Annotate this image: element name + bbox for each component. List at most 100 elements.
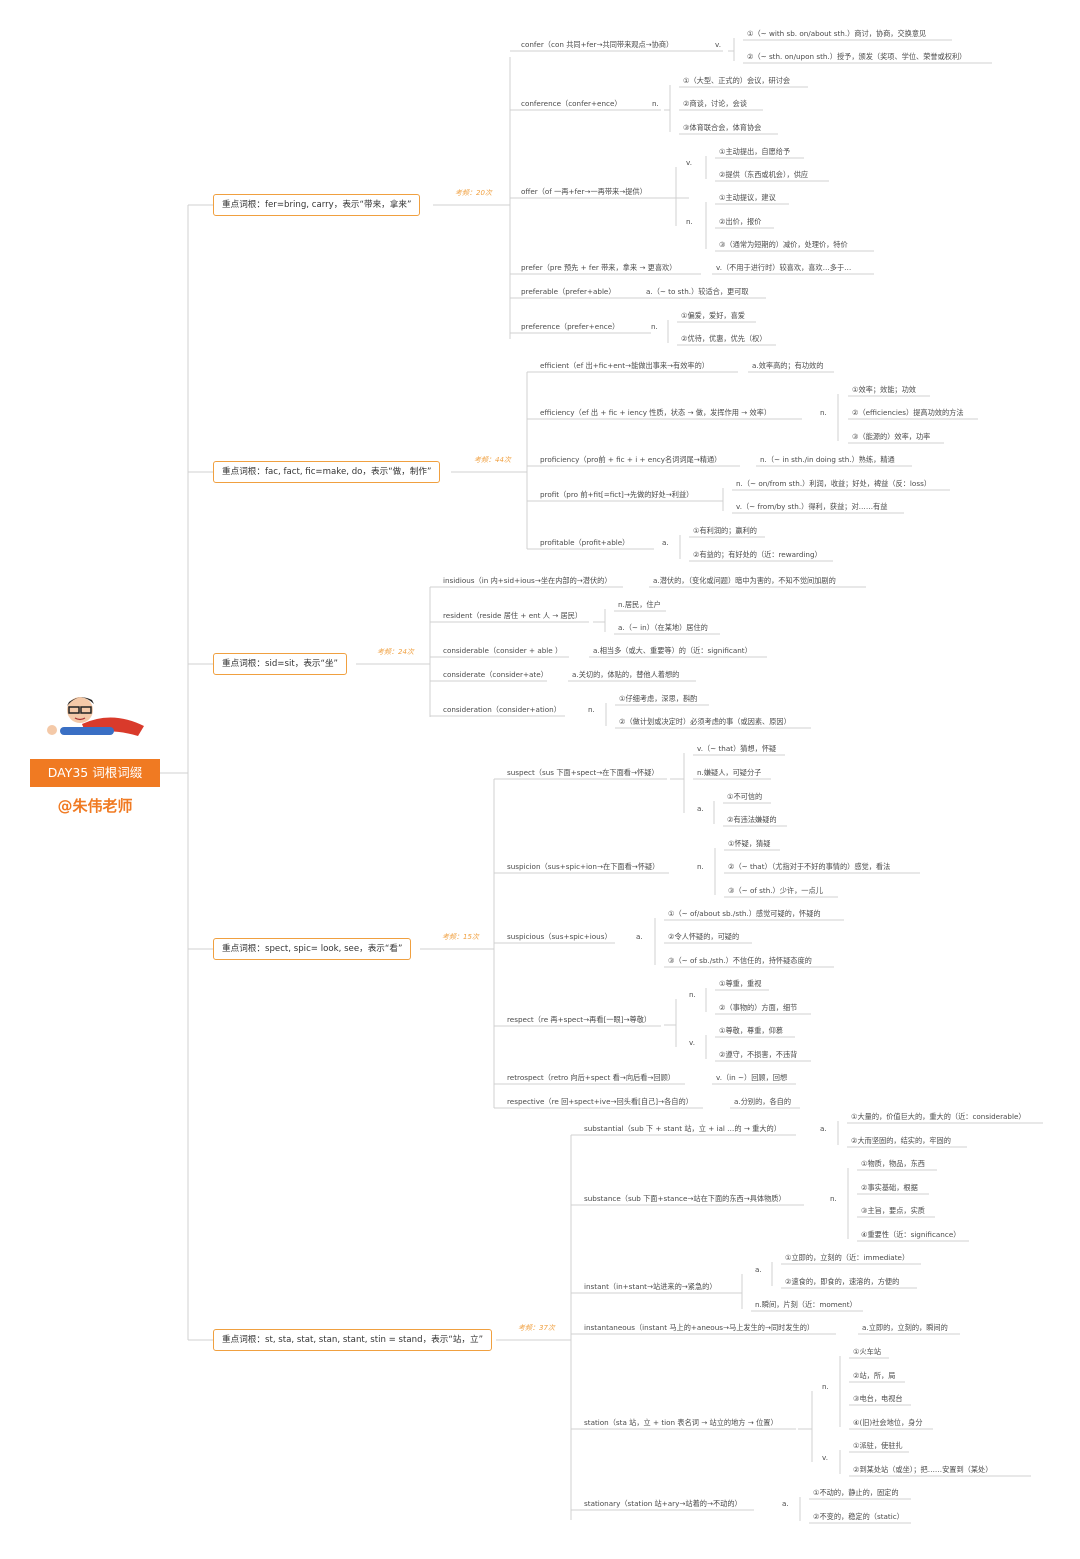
pos-noun: n. xyxy=(588,705,595,714)
sense: a.潜伏的，（变化或问题）暗中为害的，不知不觉间加剧的 xyxy=(653,576,836,585)
frequency-count: 考频：15次 xyxy=(442,933,479,941)
sense: ②优待，优惠，优先（权） xyxy=(681,334,767,343)
sense: ①有利润的；赢利的 xyxy=(693,526,757,535)
word-prefer: prefer（pre 预先 + fer 带来，拿来 → 更喜欢） xyxy=(521,263,677,272)
sense: a.关切的，体贴的，替他人着想的 xyxy=(572,670,680,679)
word-instant: instant（in+stant→站进来的→紧急的） xyxy=(584,1282,717,1291)
sense: a.相当多（或大、重要等）的（近：significant） xyxy=(593,646,752,655)
word-retrospect: retrospect（retro 向后+spect 看→向后看→回顾） xyxy=(507,1073,675,1082)
sense: ①派驻，使驻扎 xyxy=(853,1441,903,1450)
sense: ④(旧)社会地位，身分 xyxy=(853,1418,923,1427)
sense: ①立即的，立刻的（近：immediate） xyxy=(785,1253,910,1262)
sense: ②有违法嫌疑的 xyxy=(727,815,777,824)
frequency-count: 考频：20次 xyxy=(455,189,492,197)
sense: a.立即的，立刻的，瞬间的 xyxy=(862,1323,948,1332)
sense: ②（~ that）（尤指对于不好的事情的）感觉，看法 xyxy=(728,862,891,871)
word-conference: conference（confer+ence） xyxy=(521,99,622,108)
sense: ①尊重，重视 xyxy=(719,979,762,988)
sense: ①偏爱，爱好，喜爱 xyxy=(681,311,745,320)
word-profitable: profitable（profit+able） xyxy=(540,538,630,547)
pos-noun: n. xyxy=(689,990,696,999)
word-instantaneous: instantaneous（instant 马上的+aneous→马上发生的→同… xyxy=(584,1323,815,1332)
pos-verb: v. xyxy=(686,158,692,167)
sense: ①不可信的 xyxy=(727,792,763,801)
sense: ①（大型、正式的）会议，研讨会 xyxy=(683,76,791,85)
word-efficiency: efficiency（ef 出 + fic + iency 性质，状态 → 做，… xyxy=(540,408,772,417)
sense: ①主动提议，建议 xyxy=(719,193,776,202)
root-node: 重点词根：fac, fact, fic=make, do，表示“做，制作” xyxy=(213,461,441,483)
word-profit: profit（pro 前+fit[=fict]→先做的好处→利益） xyxy=(540,490,694,499)
sense: n.瞬间，片刻（近：moment） xyxy=(755,1300,857,1309)
frequency-count: 考频：44次 xyxy=(474,456,511,464)
word-suspicious: suspicious（sus+spic+ious） xyxy=(507,932,612,941)
sense: a.（~ in）（在某地）居住的 xyxy=(618,623,708,632)
sense: ③体育联合会，体育协会 xyxy=(683,123,762,132)
sense: ②（事物的）方面，细节 xyxy=(719,1003,798,1012)
pos-verb: v. xyxy=(822,1453,828,1462)
sense: ①（~ of/about sb./sth.）感觉可疑的，怀疑的 xyxy=(668,909,821,918)
sense: ①大量的，价值巨大的，重大的（近：considerable） xyxy=(851,1112,1026,1121)
word-preferable: preferable（prefer+able） xyxy=(521,287,616,296)
sense: ③（能源的）效率，功率 xyxy=(852,432,931,441)
pos-noun: n. xyxy=(820,408,827,417)
sense: ②大而坚固的，结实的，牢固的 xyxy=(851,1136,951,1145)
pos-verb: v. xyxy=(715,40,721,49)
root-node: 重点词根：sid=sit，表示“坐” xyxy=(213,653,348,675)
word-respect: respect（re 再+spect→再看[一眼]→尊敬） xyxy=(507,1015,652,1024)
sense: ③主旨，要点，实质 xyxy=(861,1206,925,1215)
teacher-name: @朱伟老师 xyxy=(57,797,133,815)
sense: ①火车站 xyxy=(853,1347,882,1356)
sense: v.（不用于进行时）较喜欢，喜欢…多于… xyxy=(716,263,852,272)
sense: a.分别的，各自的 xyxy=(734,1097,792,1106)
sense: ②出价，报价 xyxy=(719,217,762,226)
superhero-mascot-image xyxy=(42,690,152,750)
word-suspicion: suspicion（sus+spic+ion→在下面看→怀疑） xyxy=(507,862,660,871)
word-substance: substance（sub 下面+stance→站在下面的东西→具体物质） xyxy=(584,1194,786,1203)
sense: ②速食的，即食的，速溶的，方便的 xyxy=(785,1277,900,1286)
sense: n.（~ on/from sth.）利润，收益；好处，裨益（反：loss） xyxy=(736,479,932,488)
pos-noun: n. xyxy=(652,99,659,108)
sense: v.（in ~）回顾，回想 xyxy=(716,1073,788,1082)
sense: n.嫌疑人，可疑分子 xyxy=(697,768,762,777)
pos-noun: n. xyxy=(822,1382,829,1391)
word-station: station（sta 站，立 + tion 表名词 → 站立的地方 → 位置） xyxy=(584,1418,778,1427)
sense: ②事实基础，根据 xyxy=(861,1183,918,1192)
sense: ②遵守，不损害，不违背 xyxy=(719,1050,798,1059)
day-title-box: DAY35 词根词缀 xyxy=(30,759,160,787)
word-stationary: stationary（station 站+ary→站着的→不动的） xyxy=(584,1499,742,1508)
sense: ①怀疑，猜疑 xyxy=(728,839,771,848)
pos-adjective: a. xyxy=(820,1124,827,1133)
pos-adjective: a. xyxy=(697,804,704,813)
word-considerable: considerable（consider + able ） xyxy=(443,646,563,655)
pos-noun: n. xyxy=(697,862,704,871)
word-substantial: substantial（sub 下 + stant 站，立 + ial …的 →… xyxy=(584,1124,781,1133)
sense: a.（~ to sth.）较适合，更可取 xyxy=(646,287,749,296)
sense: ②（做计划或决定时）必须考虑的事（或因素、原因） xyxy=(619,717,791,726)
sense: ②不变的，稳定的（static） xyxy=(813,1512,904,1521)
word-preference: preference（prefer+ence） xyxy=(521,322,620,331)
sense: ②（efficiencies）提高功效的方法 xyxy=(852,408,964,417)
sense: ①物质，物品，东西 xyxy=(861,1159,925,1168)
sense: ②站，所，局 xyxy=(853,1371,896,1380)
word-considerate: considerate（consider+ate） xyxy=(443,670,548,679)
sense: ③（~ of sb./sth.）不信任的，持怀疑态度的 xyxy=(668,956,812,965)
word-efficient: efficient（ef 出+fic+ent→能做出事来→有效率的） xyxy=(540,361,709,370)
sense: ②（~ sth. on/upon sth.）授予，颁发（奖项、学位、荣誉或权利） xyxy=(747,52,967,61)
sense: ①主动提出，自愿给予 xyxy=(719,147,791,156)
pos-adjective: a. xyxy=(662,538,669,547)
word-offer: offer（of 一再+fer→一再带来→提供） xyxy=(521,187,647,196)
sense: ①效率；效能；功效 xyxy=(852,385,916,394)
word-respective: respective（re 回+spect+ive→回头看[自己]→各自的） xyxy=(507,1097,693,1106)
pos-verb: v. xyxy=(689,1038,695,1047)
frequency-count: 考频：24次 xyxy=(377,648,414,656)
sense: ②有益的；有好处的（近：rewarding） xyxy=(693,550,822,559)
sense: n.居民，住户 xyxy=(618,600,661,609)
pos-adjective: a. xyxy=(636,932,643,941)
word-proficiency: proficiency（pro前 + fic + i + ency名词词尾→精通… xyxy=(540,455,722,464)
sense: ①（~ with sb. on/about sth.）商讨，协商，交换意见 xyxy=(747,29,927,38)
sense: a.效率高的；有功效的 xyxy=(752,361,824,370)
sense: ②提供（东西或机会），供应 xyxy=(719,170,809,179)
sense: ②令人怀疑的，可疑的 xyxy=(668,932,740,941)
pos-adjective: a. xyxy=(755,1265,762,1274)
